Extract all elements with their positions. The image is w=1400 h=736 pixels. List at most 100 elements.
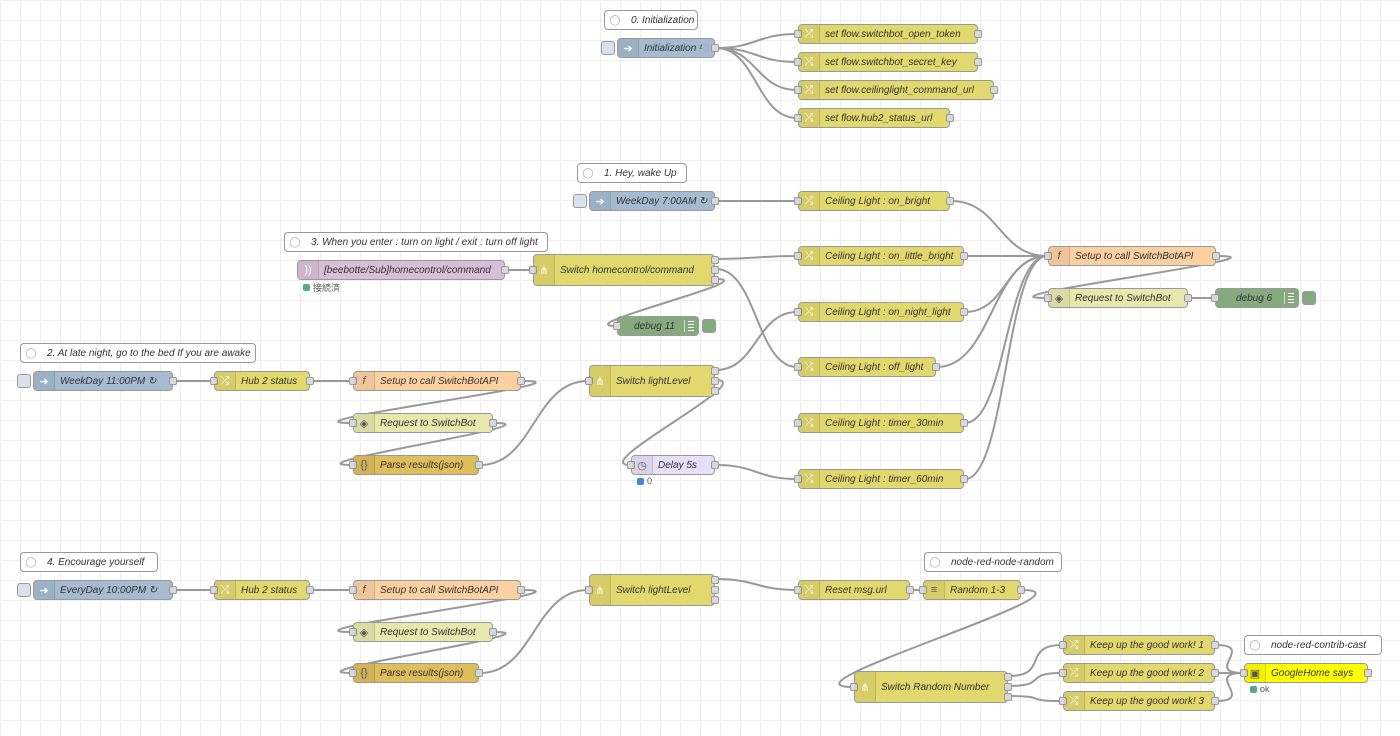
inject-node-weekday-7am[interactable]: ➜ WeekDay 7:00AM ↻ [573, 191, 719, 211]
change-node-ceilinglight-url[interactable]: ⤮ set flow.ceilinglight_command_url [794, 80, 998, 100]
output-port[interactable] [475, 669, 483, 677]
debug-node-6[interactable]: debug 6 [1211, 288, 1316, 308]
output-port[interactable] [960, 419, 968, 427]
input-port[interactable] [585, 586, 593, 594]
inject-trigger-button[interactable] [17, 583, 31, 597]
output-port[interactable] [475, 461, 483, 469]
input-port[interactable] [349, 669, 357, 677]
change-node-keep-up-2[interactable]: ⤮ Keep up the good work! 2 [1059, 663, 1219, 683]
output-port[interactable] [501, 266, 509, 274]
input-port[interactable] [850, 683, 858, 691]
output-port[interactable] [169, 377, 177, 385]
output-port[interactable] [960, 252, 968, 260]
comment-random-module[interactable]: ◯node-red-node-random [924, 552, 1062, 572]
output-port[interactable] [906, 586, 914, 594]
input-port[interactable] [794, 114, 802, 122]
output-port[interactable] [960, 475, 968, 483]
input-port[interactable] [627, 461, 635, 469]
input-port[interactable] [210, 377, 218, 385]
debug-toggle-button[interactable] [1302, 291, 1316, 305]
http-request-node-main[interactable]: ◈ Request to SwitchBot [1044, 288, 1192, 308]
function-node-setup-api-main[interactable]: f Setup to call SwitchBotAPI [1044, 246, 1220, 266]
output-port-1[interactable] [711, 367, 719, 375]
delay-node-5s[interactable]: ◷ Delay 5s [627, 455, 719, 475]
input-port[interactable] [1059, 641, 1067, 649]
change-node-hub2-status-b[interactable]: ⤮ Hub 2 status [210, 580, 314, 600]
output-port[interactable] [1211, 697, 1219, 705]
input-port[interactable] [794, 252, 802, 260]
output-port[interactable] [1211, 669, 1219, 677]
mqtt-in-node[interactable]: )) [beebotte/Sub]homecontrol/command [297, 260, 509, 280]
output-port[interactable] [489, 628, 497, 636]
switch-node-random-number[interactable]: ⋔ Switch Random Number [850, 671, 1012, 703]
output-port[interactable] [974, 30, 982, 38]
input-port[interactable] [529, 266, 537, 274]
output-port[interactable] [1017, 586, 1025, 594]
output-port[interactable] [306, 377, 314, 385]
output-port[interactable] [946, 197, 954, 205]
input-port[interactable] [349, 419, 357, 427]
output-port-2[interactable] [711, 377, 719, 385]
function-node-setup-api-b[interactable]: f Setup to call SwitchBotAPI [349, 580, 525, 600]
input-port[interactable] [349, 377, 357, 385]
comment-encourage[interactable]: ◯4. Encourage yourself [20, 552, 158, 572]
input-port[interactable] [794, 475, 802, 483]
input-port[interactable] [794, 308, 802, 316]
input-port[interactable] [794, 586, 802, 594]
inject-node-everyday-10pm[interactable]: ➜ EveryDay 10:00PM ↻ [17, 580, 177, 600]
output-port-1[interactable] [1004, 673, 1012, 681]
http-request-node[interactable]: ◈ Request to SwitchBot [349, 413, 497, 433]
output-port[interactable] [1184, 294, 1192, 302]
comment-enter-exit[interactable]: ◯3. When you enter : turn on light / exi… [284, 232, 548, 252]
input-port[interactable] [794, 58, 802, 66]
change-node-on-little-bright[interactable]: ⤮ Ceiling Light : on_little_bright [794, 246, 968, 266]
input-port[interactable] [349, 628, 357, 636]
inject-node-weekday-11pm[interactable]: ➜ WeekDay 11:00PM ↻ [17, 371, 177, 391]
output-port[interactable] [990, 86, 998, 94]
output-port[interactable] [932, 363, 940, 371]
change-node-timer-30min[interactable]: ⤮ Ceiling Light : timer_30min [794, 413, 968, 433]
output-port[interactable] [169, 586, 177, 594]
output-port-3[interactable] [711, 387, 719, 395]
output-port[interactable] [489, 419, 497, 427]
http-request-node-b[interactable]: ◈ Request to SwitchBot [349, 622, 497, 642]
change-node-on-night-light[interactable]: ⤮ Ceiling Light : on_night_light [794, 302, 968, 322]
input-port[interactable] [1240, 669, 1248, 677]
random-node-1-3[interactable]: ≡ Random 1-3 [919, 580, 1025, 600]
output-port-1[interactable] [711, 256, 719, 264]
input-port[interactable] [349, 586, 357, 594]
input-port[interactable] [349, 461, 357, 469]
output-port[interactable] [711, 44, 719, 52]
output-port-2[interactable] [711, 266, 719, 274]
inject-trigger-button[interactable] [17, 374, 31, 388]
input-port[interactable] [1044, 294, 1052, 302]
cast-node-googlehome[interactable]: ▣ GoogleHome says [1240, 663, 1372, 683]
output-port[interactable] [517, 586, 525, 594]
output-port[interactable] [517, 377, 525, 385]
input-port[interactable] [585, 377, 593, 385]
switch-node-light-level[interactable]: ⋔ Switch lightLevel [585, 365, 719, 397]
input-port[interactable] [794, 86, 802, 94]
input-port[interactable] [1044, 252, 1052, 260]
inject-node-initialization[interactable]: ➜ Initialization ¹ [601, 38, 719, 58]
input-port[interactable] [210, 586, 218, 594]
change-node-timer-60min[interactable]: ⤮ Ceiling Light : timer_60min [794, 469, 968, 489]
debug-node-11[interactable]: debug 11 [613, 316, 716, 336]
function-node-setup-api[interactable]: f Setup to call SwitchBotAPI [349, 371, 525, 391]
input-port[interactable] [613, 322, 621, 330]
comment-initialization[interactable]: ◯0. Initialization [604, 10, 698, 30]
change-node-reset-url[interactable]: ⤮ Reset msg.url [794, 580, 914, 600]
debug-toggle-button[interactable] [702, 319, 716, 333]
change-node-hub2-status[interactable]: ⤮ Hub 2 status [210, 371, 314, 391]
inject-trigger-button[interactable] [601, 41, 615, 55]
json-node-parse-b[interactable]: {} Parse results(json) [349, 663, 483, 683]
switch-node-homecontrol[interactable]: ⋔ Switch homecontrol/command [529, 254, 719, 286]
input-port[interactable] [1059, 697, 1067, 705]
output-port[interactable] [946, 114, 954, 122]
output-port[interactable] [1211, 641, 1219, 649]
output-port-2[interactable] [711, 586, 719, 594]
comment-cast-module[interactable]: ◯node-red-contrib-cast [1244, 635, 1382, 655]
input-port[interactable] [794, 197, 802, 205]
output-port[interactable] [711, 461, 719, 469]
